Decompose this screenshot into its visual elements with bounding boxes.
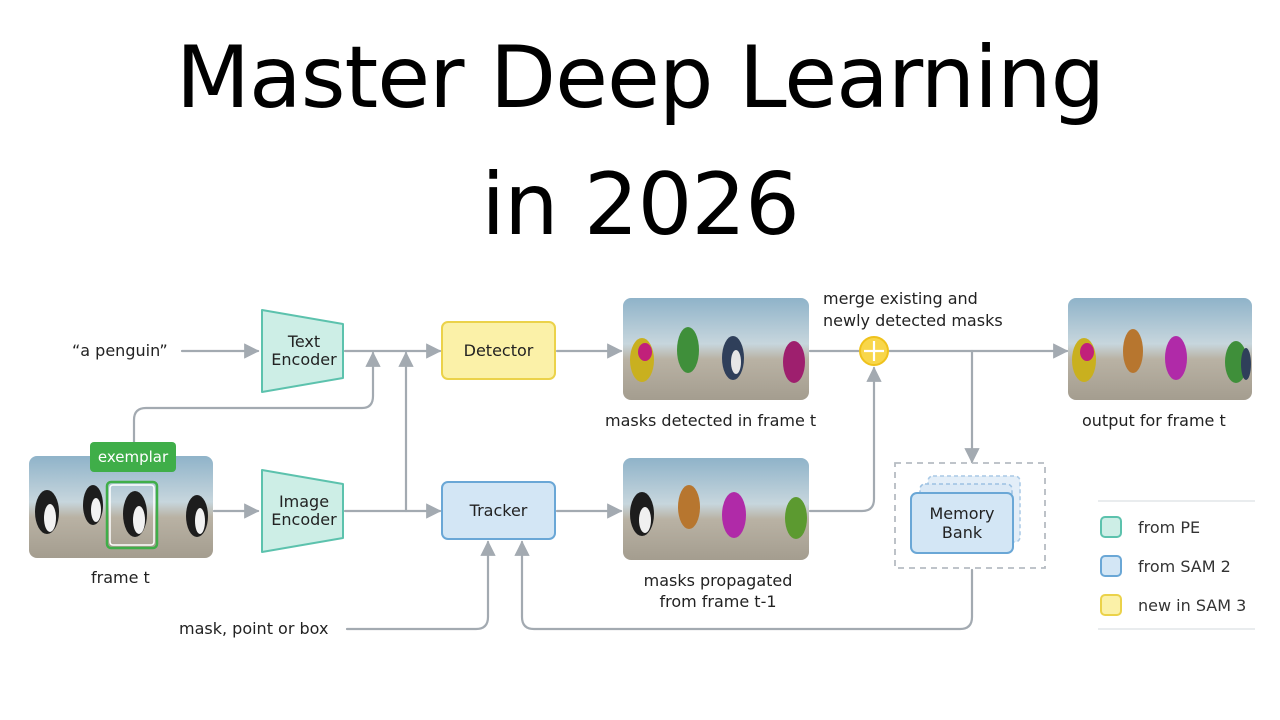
mask-prompt-label: mask, point or box bbox=[179, 619, 329, 638]
image-encoder-shape bbox=[261, 469, 344, 553]
memory-bank-box: Memory Bank bbox=[910, 492, 1014, 554]
legend-swatch-sam3 bbox=[1100, 594, 1122, 616]
masks-detected-label: masks detected in frame t bbox=[605, 411, 817, 430]
masks-detected-image bbox=[623, 298, 809, 400]
exemplar-tag: exemplar bbox=[90, 442, 176, 472]
frame-t-image bbox=[29, 456, 213, 558]
arrow-prompt-to-tracker bbox=[345, 540, 496, 631]
frame-t-label: frame t bbox=[91, 568, 150, 587]
tracker-box: Tracker bbox=[441, 481, 556, 540]
legend-label-sam3: new in SAM 3 bbox=[1138, 595, 1247, 615]
legend-item-sam3: new in SAM 3 bbox=[1100, 594, 1246, 616]
text-encoder-shape bbox=[261, 309, 344, 393]
text-prompt-label: “a penguin” bbox=[72, 341, 168, 360]
output-image bbox=[1068, 298, 1252, 400]
detector-box: Detector bbox=[441, 321, 556, 380]
image-encoder-label: Image Encoder bbox=[271, 492, 337, 529]
memory-bank-region bbox=[894, 462, 1046, 569]
arrow-exemplar-up bbox=[132, 351, 381, 450]
masks-propagated-image bbox=[623, 458, 809, 560]
merge-label: merge existing and newly detected masks bbox=[823, 289, 1003, 330]
arrow-memory-to-tracker bbox=[514, 540, 974, 631]
title-line-2: in 2026 bbox=[481, 155, 800, 255]
legend-swatch-sam2 bbox=[1100, 555, 1122, 577]
output-label: output for frame t bbox=[1082, 411, 1226, 430]
legend-label-pe: from PE bbox=[1138, 517, 1201, 537]
masks-propagated-label: masks propagated from frame t-1 bbox=[643, 571, 793, 611]
legend-swatch-pe bbox=[1100, 516, 1122, 538]
title-line-1: Master Deep Learning bbox=[175, 28, 1105, 128]
legend-label-sam2: from SAM 2 bbox=[1138, 556, 1231, 576]
legend-item-pe: from PE bbox=[1100, 516, 1200, 538]
text-encoder-label: Text Encoder bbox=[271, 332, 337, 369]
arrow-propagated-to-merge bbox=[808, 366, 882, 513]
legend-item-sam2: from SAM 2 bbox=[1100, 555, 1231, 577]
merge-plus-icon bbox=[859, 336, 889, 366]
exemplar-box bbox=[105, 480, 159, 550]
